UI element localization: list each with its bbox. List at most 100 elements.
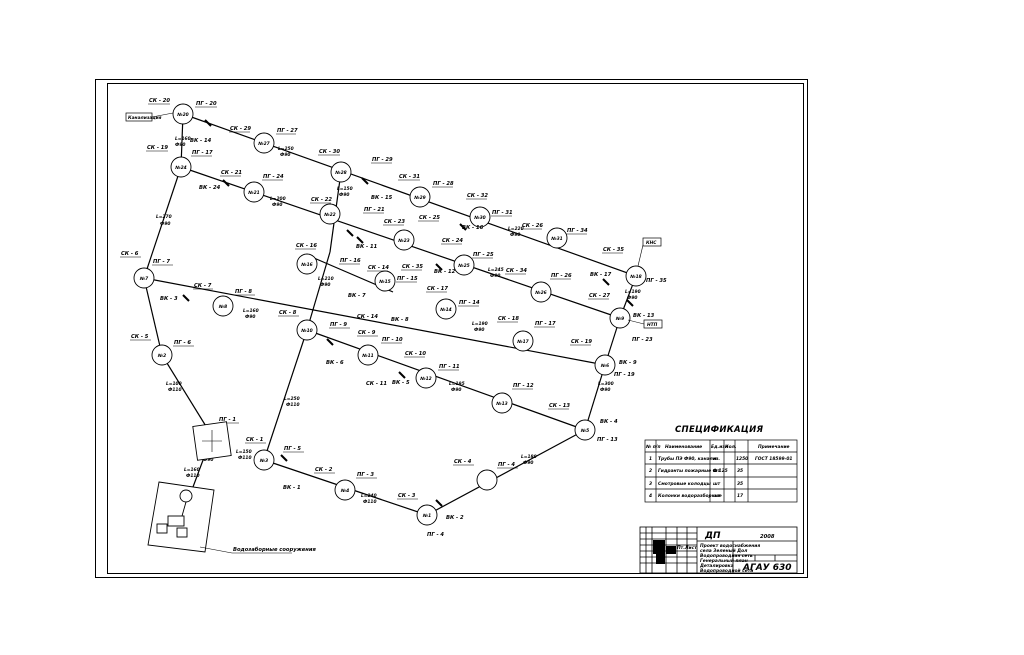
spec-cell: 35 — [737, 468, 743, 474]
label-sk30: СК - 30 — [319, 149, 340, 155]
spec-cell: 4 — [649, 493, 652, 499]
node-code: №2 — [157, 353, 166, 359]
label-vk2: ВК - 2 — [446, 515, 464, 521]
node-2[interactable] — [253, 132, 275, 154]
node-6[interactable] — [546, 227, 568, 249]
pipe-length: L=180 — [521, 454, 537, 460]
stamp-desc2: села Зеленый Дол — [700, 548, 748, 554]
node-code: №11 — [361, 353, 373, 359]
label-sk34: СК - 34 — [506, 268, 527, 274]
node-7[interactable] — [170, 156, 192, 178]
stamp-desc4: Генеральный план — [700, 558, 748, 564]
node-code: №13 — [495, 401, 507, 407]
spec-cell: Трубы ПЭ Ф90, канализ. — [658, 455, 720, 462]
node-code: №29 — [413, 195, 425, 201]
label-vk4: ВК - 4 — [600, 419, 618, 425]
node-codes: №20 №27 №28 №29 №30 №31 №24 №21 №22 №23 … — [139, 112, 642, 519]
spec-cell: м — [713, 457, 717, 462]
node-21[interactable] — [296, 319, 318, 341]
label-sk14: СК - 14 — [368, 265, 389, 271]
pipe-diameter: Ф90 — [600, 387, 610, 393]
label-vk15: ВК - 15 — [371, 195, 393, 201]
stamp-desc3: Водопроводная сеть — [700, 553, 753, 559]
spec-cell: Смотровые колодцы — [658, 481, 711, 487]
spec-cell: 35 — [737, 481, 743, 487]
label-sk29: СК - 29 — [230, 126, 251, 132]
node-17[interactable] — [435, 298, 457, 320]
spec-cell: 1250 — [736, 456, 748, 462]
node-12[interactable] — [530, 281, 552, 303]
node-code: №27 — [257, 141, 270, 147]
node-code: №10 — [300, 328, 312, 334]
node-code: №15 — [378, 279, 390, 285]
node-24[interactable] — [491, 392, 513, 414]
pipe-diameter: Ф90 — [451, 387, 461, 393]
network-nodes — [133, 103, 647, 526]
node-27[interactable] — [151, 344, 173, 366]
water-intake — [147, 481, 215, 553]
pipe-length: L=160 — [175, 136, 191, 142]
node-13[interactable] — [133, 267, 155, 289]
node-25[interactable] — [594, 354, 616, 376]
spec-cell: 2 — [649, 468, 652, 474]
pipe-length: L=300 — [598, 381, 614, 387]
label-pg19: ПГ - 19 — [614, 372, 635, 378]
label-sk25: СК - 25 — [419, 215, 440, 221]
pipe-diameter: Ф110 — [286, 402, 300, 408]
label-sk20: СК - 20 — [149, 98, 170, 104]
node-10[interactable] — [393, 229, 415, 251]
pipe-length: L=245 — [488, 267, 504, 273]
pipe-diameter: Ф90 — [490, 273, 500, 279]
node-3[interactable] — [330, 161, 352, 183]
pipe-diameter: Ф90 — [203, 457, 213, 463]
node-code: №26 — [534, 290, 546, 296]
node-29[interactable] — [334, 479, 356, 501]
node-code: №25 — [457, 263, 469, 269]
node-31[interactable] — [476, 469, 498, 491]
node-30[interactable] — [416, 504, 438, 526]
label-sk35: СК - 35 — [603, 247, 624, 253]
label-pg25: ПГ - 25 — [473, 252, 494, 258]
node-5[interactable] — [469, 206, 491, 228]
node-code: №5 — [580, 428, 589, 434]
spec-cell: 1 — [649, 456, 652, 462]
node-18[interactable] — [512, 330, 534, 352]
node-28[interactable] — [253, 449, 275, 471]
label-vk8: ВК - 8 — [391, 317, 409, 323]
pipe-length: L=220 — [508, 226, 524, 232]
label-pg35: ПГ - 35 — [646, 278, 667, 284]
node-code: №31 — [550, 236, 562, 242]
label-vk24: ВК - 24 — [199, 185, 221, 191]
node-23[interactable] — [415, 367, 437, 389]
node-4[interactable] — [409, 186, 431, 208]
pump-station — [192, 421, 232, 461]
boxed-tags: Канализация КНС НТП — [125, 112, 663, 329]
node-15[interactable] — [296, 253, 318, 275]
node-1[interactable] — [172, 103, 194, 125]
stamp-org: АГАУ 630 — [742, 563, 792, 573]
node-11[interactable] — [453, 254, 475, 276]
pipe-diameter: Ф110 — [168, 387, 182, 393]
spec-cell: Колонки водоразборные — [658, 492, 722, 499]
node-code: №6 — [600, 363, 609, 369]
spec-header-qty: Кол. — [725, 444, 737, 450]
pipe-diameter: Ф110 — [238, 455, 252, 461]
node-8[interactable] — [243, 181, 265, 203]
spec-cell: Гидранты пожарные Ф 125 — [658, 468, 728, 474]
node-code: №3 — [259, 458, 268, 464]
pipe-length: L=100 — [166, 381, 182, 387]
node-20[interactable] — [609, 307, 631, 329]
kns-tag: КНС — [646, 240, 657, 246]
node-22[interactable] — [357, 344, 379, 366]
node-19[interactable] — [625, 265, 647, 287]
spec-cell: шт — [713, 482, 721, 487]
node-14[interactable] — [212, 295, 234, 317]
label-pg6: ПГ - 6 — [174, 340, 191, 346]
label-sk18: СК - 18 — [498, 316, 519, 322]
label-pg7: ПГ - 7 — [153, 259, 170, 265]
node-26[interactable] — [574, 419, 596, 441]
valve-marks — [182, 119, 634, 507]
pipe-length: L=190 — [625, 289, 641, 295]
node-9[interactable] — [319, 203, 341, 225]
pipe-diameter: Ф90 — [627, 295, 637, 301]
